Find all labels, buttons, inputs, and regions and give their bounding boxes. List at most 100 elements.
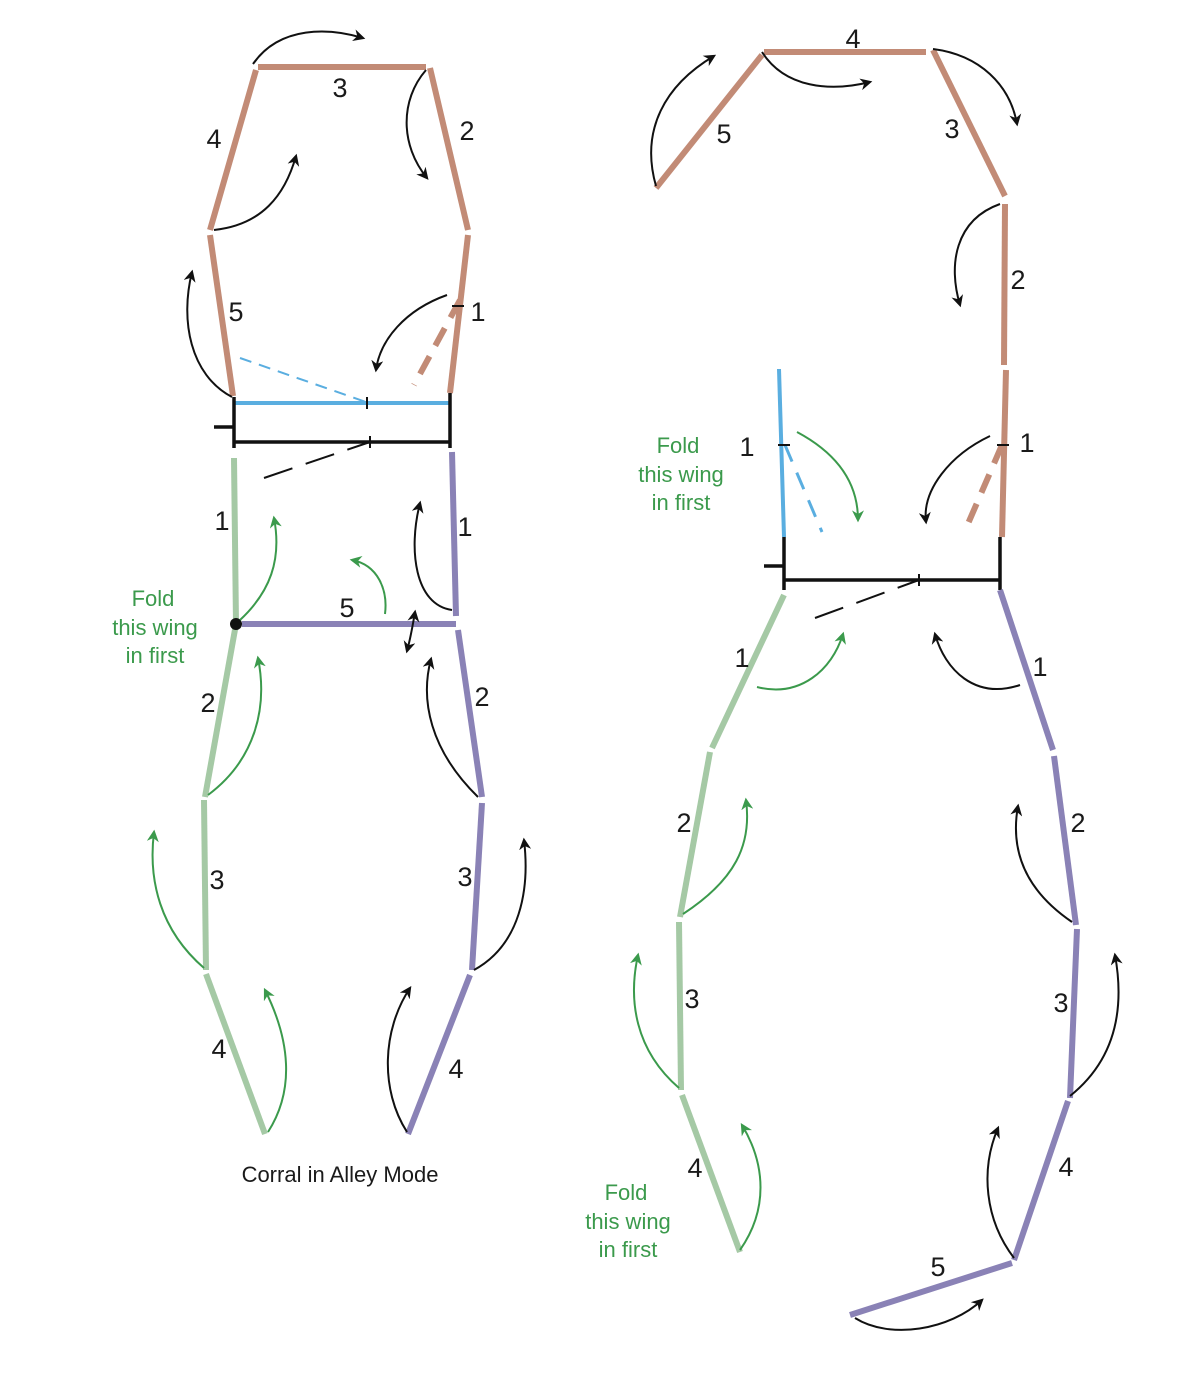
left-purple-label-5: 5: [339, 593, 354, 623]
left-purple-panel-2: [455, 629, 485, 798]
left-green-arrow-1: [239, 515, 282, 621]
left-brown-panel-4: [207, 69, 259, 231]
left-purple-label-3: 3: [457, 862, 472, 892]
right-green-arrow-1: [756, 631, 846, 691]
svg-text:Fold: Fold: [605, 1180, 648, 1205]
left-purple-label-4: 4: [448, 1054, 463, 1084]
left-arrow-purple-1: [411, 500, 453, 611]
right-purple-panel-3: [1067, 928, 1080, 1099]
right-gate-dashed: [814, 579, 920, 619]
left-arrow-purple-3: [473, 837, 532, 971]
left-green-arrow-3: [146, 829, 205, 969]
right-arrow-purple-2: [1010, 803, 1073, 923]
svg-text:this wing: this wing: [585, 1209, 671, 1234]
right-purple-panel-4: [1011, 1100, 1071, 1261]
right-brown-label-4: 4: [845, 24, 860, 54]
svg-text:Fold: Fold: [657, 433, 700, 458]
left-brown-label-2: 2: [459, 116, 474, 146]
left-fold-note: Fold this wing in first: [112, 586, 198, 668]
left-brown-panel-1: [447, 234, 471, 394]
left-green-panel-3: [201, 799, 209, 971]
left-arrow-left-mid: [183, 269, 233, 398]
right-arrow-purple-5: [854, 1298, 984, 1331]
left-hinge-dot: [230, 618, 242, 630]
left-green-label-1: 1: [214, 506, 229, 536]
left-brown-label-3: 3: [332, 73, 347, 103]
left-green-panel-1: [231, 457, 239, 625]
right-arrow-brown-2: [951, 203, 1001, 308]
right-arrow-brown-5: [650, 54, 717, 187]
right-brown-panel-5: [653, 53, 765, 190]
svg-text:in first: in first: [126, 643, 185, 668]
left-green-arrow-2: [207, 655, 266, 796]
left-blue-dashed: [239, 357, 367, 403]
svg-text:Fold: Fold: [132, 586, 175, 611]
right-green-label-2: 2: [676, 808, 691, 838]
left-green-label-2: 2: [200, 688, 215, 718]
left-brown-label-5: 5: [228, 297, 243, 327]
left-gate-dashed: [263, 441, 371, 479]
right-brown-panel-2: [1001, 203, 1008, 366]
right-arrow-purple-1: [931, 631, 1021, 690]
left-arrow-right-mid: [371, 294, 448, 373]
right-brown-label-5: 5: [716, 119, 731, 149]
right-brown-panel-3: [930, 48, 1008, 198]
right-green-panel-4: [679, 1093, 743, 1254]
right-green-arrow-4: [739, 1122, 762, 1251]
right-brown-label-2: 2: [1010, 265, 1025, 295]
left-green-panel-2: [202, 623, 239, 798]
left-purple-label-2: 2: [474, 682, 489, 712]
right-green-arrow-3: [630, 952, 680, 1089]
right-green-arrow-blue: [796, 431, 864, 523]
left-green-label-3: 3: [209, 865, 224, 895]
right-diagram: 4 5 3 2 1 1 1 1 2 2 3 3 4 4 5 Fold this …: [585, 24, 1123, 1331]
right-arrow-brown-4: [761, 51, 873, 91]
left-green-label-4: 4: [211, 1034, 226, 1064]
left-brown-dashed: [411, 298, 463, 387]
left-green-arrow-4: [263, 987, 288, 1133]
left-brown-panel-2: [427, 67, 471, 231]
right-green-label-3: 3: [684, 984, 699, 1014]
left-arrow-purple-5: [403, 609, 420, 654]
left-brown-panel-5: [207, 234, 236, 397]
right-arrow-brown-1: [918, 435, 991, 525]
right-blue-label-1: 1: [739, 432, 754, 462]
right-purple-label-4: 4: [1058, 1152, 1073, 1182]
right-fold-note-top: Fold this wing in first: [638, 433, 724, 515]
right-green-panel-1: [709, 593, 787, 750]
right-fold-note-bottom: Fold this wing in first: [585, 1180, 671, 1262]
right-green-panel-2: [677, 751, 713, 918]
left-arrow-top: [252, 29, 366, 65]
right-purple-label-5: 5: [930, 1252, 945, 1282]
right-brown-panel-1: [999, 369, 1009, 538]
left-arrow-inner-top: [213, 153, 300, 231]
left-purple-panel-1: [449, 451, 459, 617]
right-arrow-purple-4: [986, 1125, 1015, 1259]
left-arrow-purple-2: [422, 656, 479, 798]
right-green-arrow-2: [682, 797, 754, 915]
left-arrow-right-top: [405, 69, 429, 180]
right-blue-panel-1: [777, 368, 786, 538]
right-arrow-brown-3: [932, 48, 1022, 127]
right-green-label-1: 1: [734, 643, 749, 673]
left-green-arrow-5: [349, 555, 387, 615]
right-arrow-purple-3: [1069, 952, 1123, 1097]
right-brown-label-1: 1: [1019, 428, 1034, 458]
left-green-panel-4: [203, 972, 268, 1136]
right-purple-label-2: 2: [1070, 808, 1085, 838]
right-purple-panel-5: [849, 1260, 1013, 1318]
right-green-label-4: 4: [687, 1153, 702, 1183]
svg-text:in first: in first: [652, 490, 711, 515]
right-purple-label-3: 3: [1053, 988, 1068, 1018]
left-arrow-purple-4: [386, 986, 412, 1133]
left-purple-panel-3: [469, 802, 485, 971]
left-diagram: 3 2 4 5 1 1 1 5 2 2 3 3 4 4 Fold this wi…: [112, 29, 532, 1187]
left-purple-label-1: 1: [457, 512, 472, 542]
left-purple-panel-4: [405, 973, 473, 1136]
svg-text:this wing: this wing: [638, 462, 724, 487]
left-brown-label-1: 1: [470, 297, 485, 327]
right-purple-panel-2: [1051, 755, 1079, 926]
left-brown-label-4: 4: [206, 124, 221, 154]
svg-text:this wing: this wing: [112, 615, 198, 640]
